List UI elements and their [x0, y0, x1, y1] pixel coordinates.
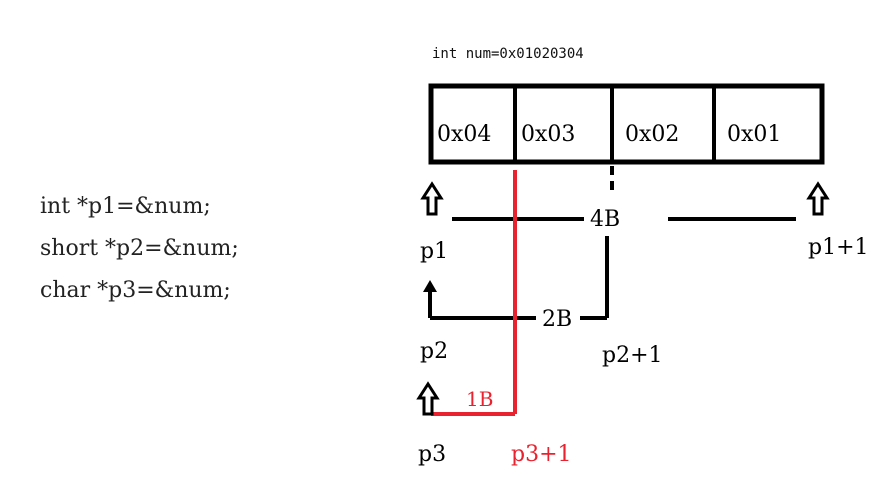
pointer-label-p3: p3 [418, 442, 446, 467]
up-arrow-icon [420, 181, 444, 216]
code-block: int *p1=&num; short *p2=&num; char *p3=&… [40, 186, 239, 312]
pointer-label-p2: p2 [420, 339, 448, 364]
byte-cell-0: 0x04 [437, 122, 491, 147]
up-arrow-icon [416, 381, 440, 416]
memory-cells: 0x04 0x03 0x02 0x01 [428, 83, 825, 165]
up-arrow-icon [806, 181, 830, 216]
byte-cell-2: 0x02 [625, 122, 679, 147]
size-label-1b: 1B [466, 387, 493, 411]
code-line-p2: short *p2=&num; [40, 236, 239, 261]
pointer-label-p2-next: p2+1 [602, 343, 663, 368]
size-label-4b: 4B [590, 207, 620, 232]
byte-cell-1: 0x03 [521, 122, 575, 147]
memory-box [428, 83, 825, 165]
byte-cell-3: 0x01 [727, 122, 781, 147]
variable-declaration: int num=0x01020304 [432, 46, 584, 62]
pointer-label-p1: p1 [420, 239, 448, 264]
pointer-label-p1-next: p1+1 [808, 235, 869, 260]
pointer-label-p3-next: p3+1 [511, 442, 572, 467]
code-line-p3: char *p3=&num; [40, 278, 231, 303]
up-arrow-icon [423, 280, 437, 292]
size-label-2b: 2B [542, 307, 572, 332]
code-line-p1: int *p1=&num; [40, 194, 211, 219]
